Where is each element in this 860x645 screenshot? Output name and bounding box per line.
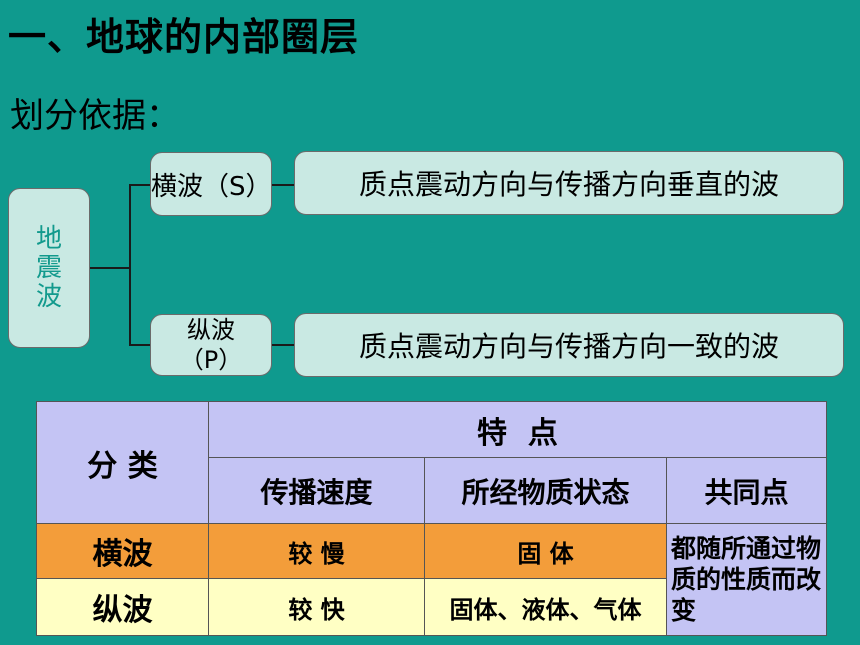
p-row-state: 固体、液体、气体 xyxy=(424,578,667,636)
p-wave-box: 纵波 （P） xyxy=(150,314,272,376)
connector-to-s xyxy=(129,184,150,186)
p-wave-label-line2: （P） xyxy=(179,346,243,374)
category-header: 分 类 xyxy=(36,401,209,524)
s-wave-description-box: 质点震动方向与传播方向垂直的波 xyxy=(294,151,844,215)
p-wave-description-box: 质点震动方向与传播方向一致的波 xyxy=(294,313,844,377)
connector-root-horizontal xyxy=(90,267,130,269)
common-header: 共同点 xyxy=(666,457,827,524)
p-row-speed: 较 快 xyxy=(208,578,425,636)
s-row-speed: 较 慢 xyxy=(208,523,425,579)
p-wave-description: 质点震动方向与传播方向一致的波 xyxy=(358,330,779,363)
speed-header: 传播速度 xyxy=(208,457,425,524)
seismic-wave-label: 地震波 xyxy=(35,223,62,312)
basis-label: 划分依据： xyxy=(10,96,180,136)
s-wave-box: 横波（S） xyxy=(150,152,272,216)
s-row-name: 横波 xyxy=(36,523,209,579)
connector-vertical xyxy=(129,184,131,346)
wave-comparison-table: 分 类 特 点 传播速度 所经物质状态 共同点 横波 较 慢 固 体 都随所通过… xyxy=(36,401,827,636)
slide-title: 一、地球的内部圈层 xyxy=(8,15,360,59)
connector-to-p xyxy=(129,344,150,346)
p-row-name: 纵波 xyxy=(36,578,209,636)
seismic-wave-box: 地震波 xyxy=(8,188,90,348)
common-text: 都随所通过物质的性质而改变 xyxy=(671,534,822,625)
s-row-state: 固 体 xyxy=(424,523,667,579)
p-wave-label-line1: 纵波 xyxy=(186,316,235,344)
features-header: 特 点 xyxy=(208,401,827,458)
s-wave-label: 横波（S） xyxy=(151,171,272,202)
common-cell: 都随所通过物质的性质而改变 xyxy=(666,523,827,636)
s-wave-description: 质点震动方向与传播方向垂直的波 xyxy=(358,168,779,201)
state-header: 所经物质状态 xyxy=(424,457,667,524)
connector-s-desc xyxy=(272,184,294,186)
connector-p-desc xyxy=(272,344,294,346)
